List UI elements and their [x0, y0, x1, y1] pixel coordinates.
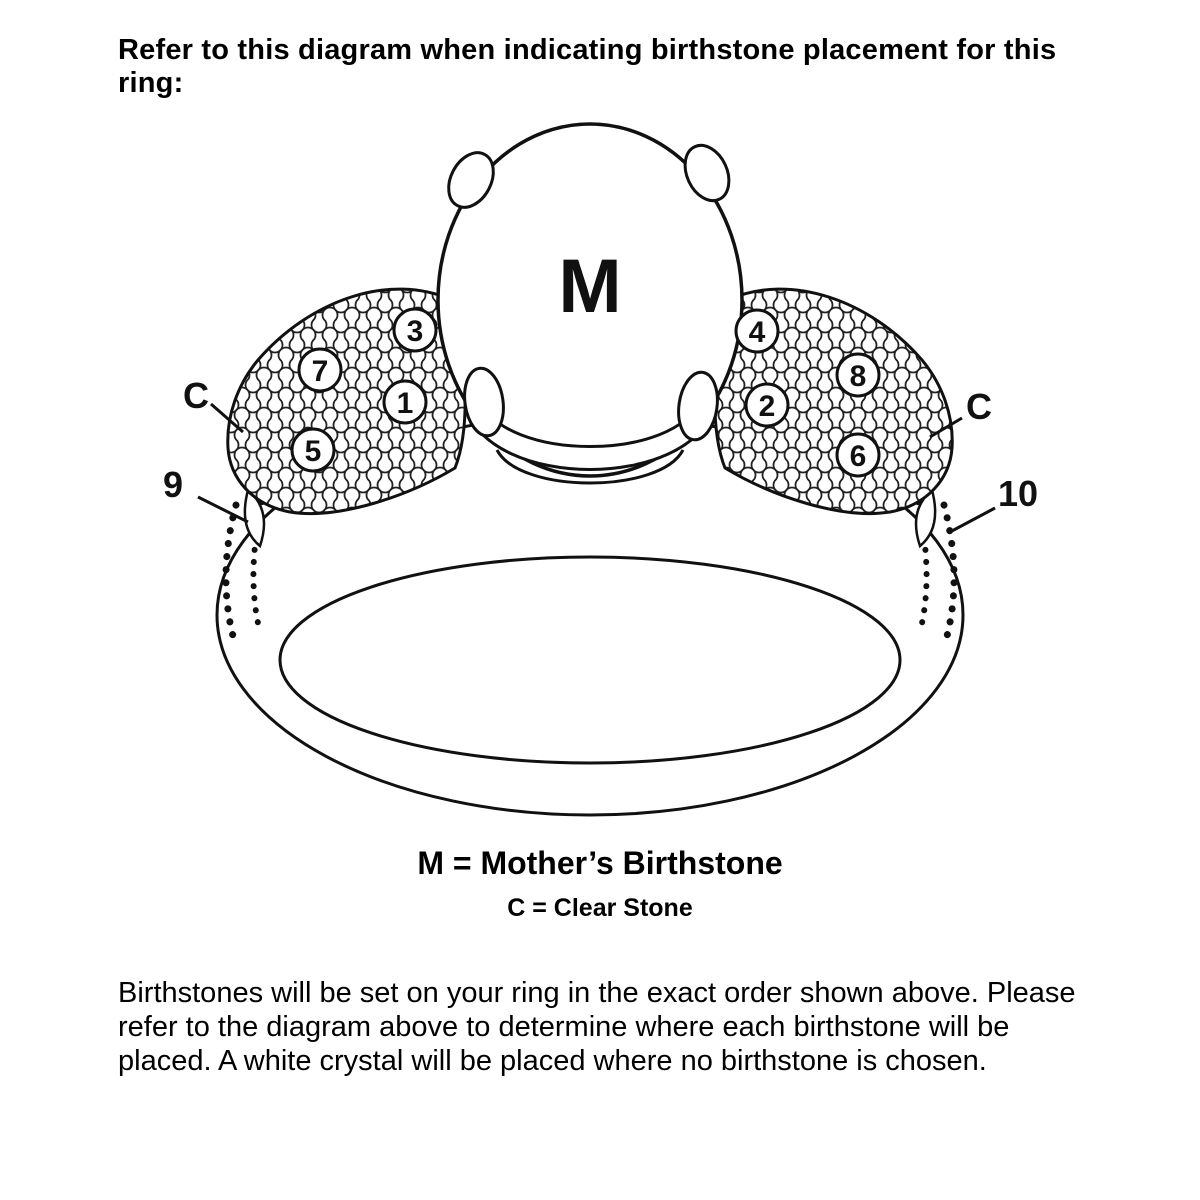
header-instruction: Refer to this diagram when indicating bi… [118, 34, 1057, 99]
prong-bottom-right-icon [677, 370, 719, 442]
center-stone [436, 122, 744, 478]
svg-text:1: 1 [397, 387, 414, 420]
legend-clear-stone: C = Clear Stone [507, 894, 693, 922]
legend: M = Mother’s Birthstone C = Clear Stone [0, 845, 1200, 923]
prong-top-right-icon [683, 143, 731, 203]
center-stone-label: M [558, 244, 621, 329]
stone-gallery-lower [495, 449, 685, 485]
ring-diagram: M 1 2 3 4 5 6 7 8 C C 9 10 [163, 122, 1038, 817]
leader-line-9 [197, 495, 249, 524]
ring-inner-opening [278, 555, 902, 765]
label-right-clear: C [966, 386, 992, 427]
prong-top-left-icon [447, 151, 495, 209]
stone-position-6: 6 [835, 432, 881, 478]
accent-stone-right [914, 487, 937, 549]
stone-position-1: 1 [382, 379, 428, 425]
accent-stone-left [243, 487, 266, 549]
legend-mother-birthstone: M = Mother’s Birthstone [417, 845, 783, 881]
placement-notes: Birthstones will be set on your ring in … [118, 977, 1076, 1077]
svg-text:7: 7 [312, 355, 329, 388]
svg-text:3: 3 [407, 315, 424, 348]
stone-position-8: 8 [835, 352, 881, 398]
stone-position-5: 5 [290, 427, 336, 473]
leader-line-10 [949, 506, 996, 534]
label-position-9: 9 [163, 464, 183, 505]
stone-position-3: 3 [392, 307, 438, 353]
stone-position-2: 2 [744, 382, 790, 428]
stone-position-4: 4 [734, 308, 780, 354]
label-position-10: 10 [998, 473, 1038, 514]
milgrain-row-left [222, 501, 240, 644]
svg-text:2: 2 [759, 390, 776, 423]
milgrain-row-right [940, 501, 958, 644]
leader-line-right-c [929, 416, 963, 439]
svg-text:6: 6 [850, 440, 867, 473]
svg-text:8: 8 [850, 360, 867, 393]
stone-position-7: 7 [297, 347, 343, 393]
prong-bottom-left-icon [463, 366, 505, 438]
label-left-clear: C [183, 375, 209, 416]
svg-text:5: 5 [305, 435, 322, 468]
leader-line-left-c [210, 402, 244, 434]
svg-text:4: 4 [749, 316, 766, 349]
